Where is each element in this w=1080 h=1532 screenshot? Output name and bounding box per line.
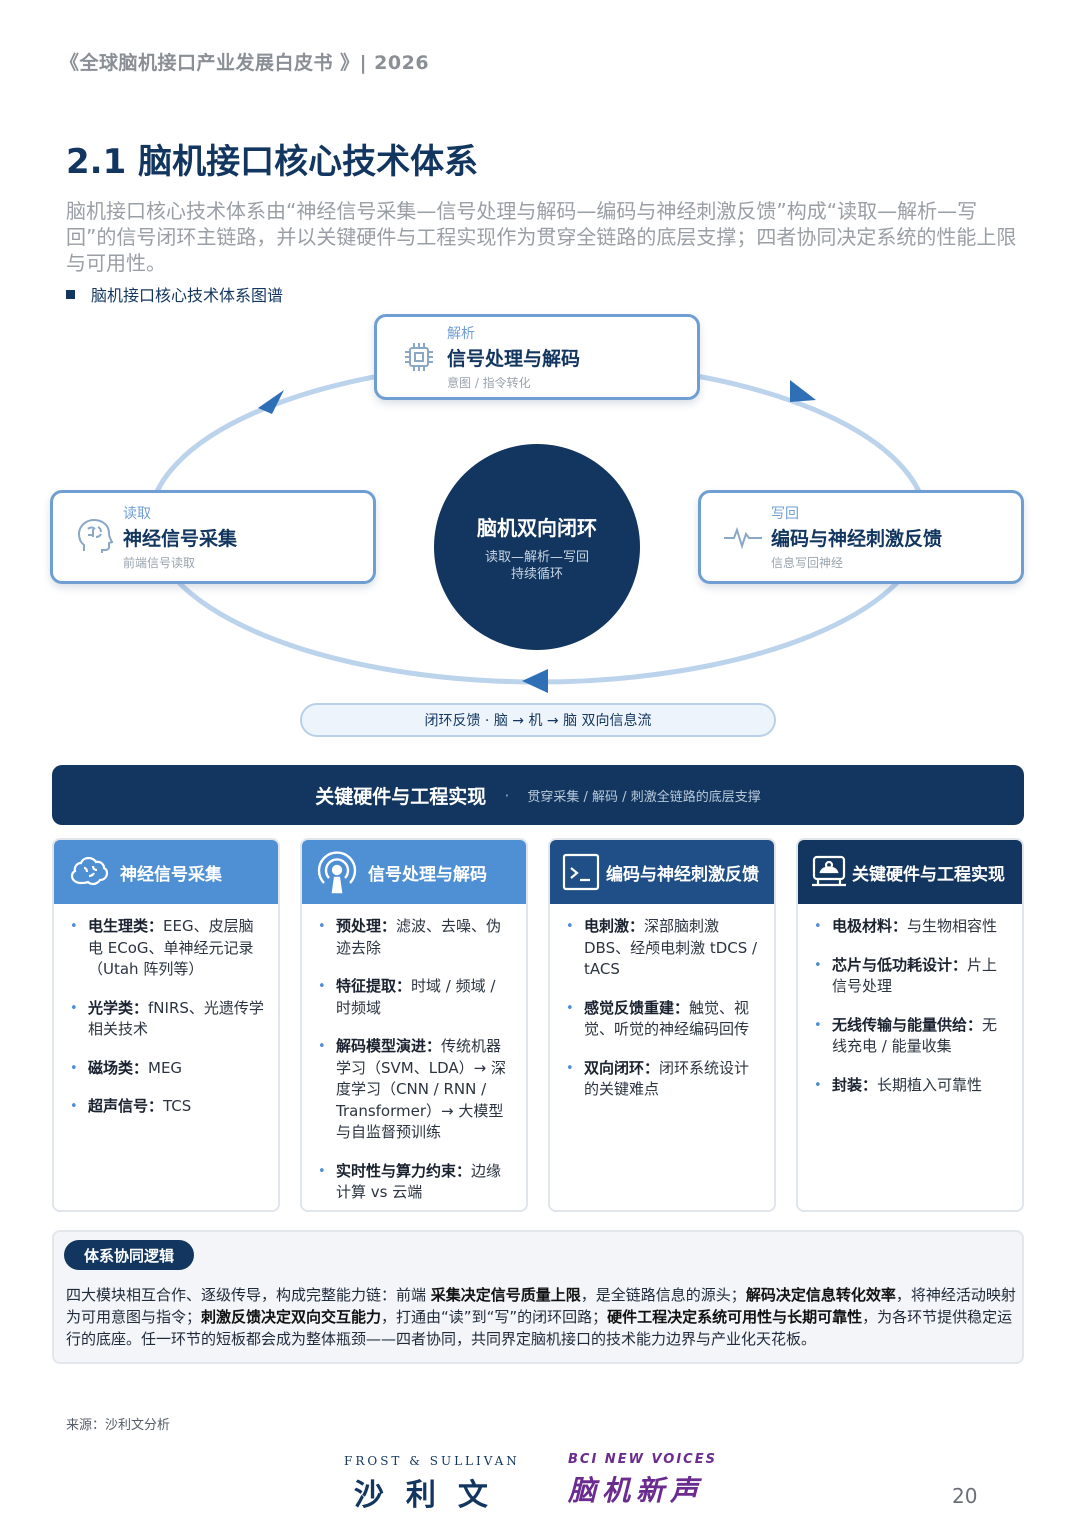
card-title: 神经信号采集 <box>120 864 222 885</box>
card-header: 编码与神经刺激反馈 <box>550 840 774 904</box>
list-item: 电生理类：EEG、皮层脑电 ECoG、单神经元记录（Utah 阵列等） <box>68 916 264 981</box>
node-sub: 意图 / 指令转化 <box>447 376 531 390</box>
list-item: 电刺激：深部脑刺激 DBS、经颅电刺激 tDCS / tACS <box>564 916 760 981</box>
intro-paragraph: 脑机接口核心技术体系由“神经信号采集—信号处理与解码—编码与神经刺激反馈”构成“… <box>66 199 1017 275</box>
card-title: 信号处理与解码 <box>368 864 487 885</box>
brain-icon <box>68 851 110 893</box>
node-sub: 信息写回神经 <box>771 556 844 570</box>
list-item: 封装：长期植入可靠性 <box>812 1075 1008 1097</box>
chip-icon <box>391 339 447 375</box>
node-text: 写回 编码与神经刺激反馈 信息写回神经 <box>771 503 942 571</box>
card-title: 关键硬件与工程实现 <box>852 864 1005 885</box>
node-name: 信号处理与解码 <box>447 348 581 370</box>
bci-new-voices-logo: BCI NEW VOICES 脑机新声 <box>568 1452 717 1509</box>
arrow-left-to-top <box>258 390 284 414</box>
list-item: 电极材料：与生物相容性 <box>812 916 1008 938</box>
waveform-icon <box>715 522 771 552</box>
core-title: 脑机双向闭环 <box>477 515 597 540</box>
band-title: 关键硬件与工程实现 <box>315 785 487 808</box>
logo-cn: 脑机新声 <box>568 1474 705 1507</box>
device-icon <box>808 851 850 893</box>
figure-caption: 脑机接口核心技术体系图谱 <box>66 282 283 306</box>
card-signal-decoding: 信号处理与解码 预处理：滤波、去噪、伪迹去除 特征提取：时域 / 频域 / 时频… <box>300 838 528 1212</box>
brain-head-icon <box>67 517 123 557</box>
synergy-tag: 体系协同逻辑 <box>64 1240 195 1270</box>
list-item: 特征提取：时域 / 频域 / 时频域 <box>316 976 512 1019</box>
core-sub-line2: 持续循环 <box>510 566 563 582</box>
list-item: 实时性与算力约束：边缘计算 vs 云端 <box>316 1161 512 1204</box>
card-title: 编码与神经刺激反馈 <box>606 864 759 885</box>
node-name: 编码与神经刺激反馈 <box>771 528 943 550</box>
page-title: 2.1 脑机接口核心技术体系 <box>66 142 479 182</box>
logo-cn: 沙利文 <box>353 1478 510 1513</box>
frost-sullivan-logo: FROST & SULLIVAN 沙利文 <box>344 1454 520 1514</box>
list-item: 磁场类：MEG <box>68 1058 264 1080</box>
caption-square-icon <box>66 289 75 299</box>
list-item: 感觉反馈重建：触觉、视觉、听觉的神经编码回传 <box>564 998 760 1041</box>
arrow-bottom <box>522 669 548 693</box>
list-item: 超声信号：TCS <box>68 1096 264 1118</box>
page-number: 20 <box>952 1484 978 1508</box>
synergy-box: 体系协同逻辑 四大模块相互合作、逐级传导，构成完整能力链：前端 采集决定信号质量… <box>52 1230 1024 1364</box>
card-header: 神经信号采集 <box>54 840 278 904</box>
core-loop-circle: 脑机双向闭环 读取—解析—写回 持续循环 <box>434 444 640 650</box>
list-item: 光学类：fNIRS、光遗传学相关技术 <box>68 998 264 1041</box>
node-signal-acquisition: 读取 神经信号采集 前端信号读取 <box>50 490 376 584</box>
card-list: 电刺激：深部脑刺激 DBS、经颅电刺激 tDCS / tACS 感觉反馈重建：触… <box>550 904 774 1101</box>
card-encoding-stimulation: 编码与神经刺激反馈 电刺激：深部脑刺激 DBS、经颅电刺激 tDCS / tAC… <box>548 838 776 1212</box>
node-sub: 前端信号读取 <box>123 556 196 570</box>
list-item: 芯片与低功耗设计：片上信号处理 <box>812 955 1008 998</box>
signal-icon <box>316 851 358 894</box>
card-list: 电极材料：与生物相容性 芯片与低功耗设计：片上信号处理 无线传输与能量供给：无线… <box>798 904 1022 1096</box>
synergy-text: 四大模块相互合作、逐级传导，构成完整能力链：前端 采集决定信号质量上限，是全链路… <box>66 1286 1016 1348</box>
card-list: 预处理：滤波、去噪、伪迹去除 特征提取：时域 / 频域 / 时频域 解码模型演进… <box>302 904 526 1204</box>
node-tag: 读取 <box>123 506 151 522</box>
logo-en: BCI NEW VOICES <box>568 1452 717 1467</box>
logo-en: FROST & SULLIVAN <box>344 1454 520 1468</box>
arrow-top-to-right <box>790 380 816 402</box>
node-signal-decoding: 解析 信号处理与解码 意图 / 指令转化 <box>374 314 700 400</box>
card-signal-acquisition: 神经信号采集 电生理类：EEG、皮层脑电 ECoG、单神经元记录（Utah 阵列… <box>52 838 280 1212</box>
flow-pill: 闭环反馈 · 脑 → 机 → 脑 双向信息流 <box>300 703 776 737</box>
node-encoding-stimulation: 写回 编码与神经刺激反馈 信息写回神经 <box>698 490 1024 584</box>
band-subtitle: 贯穿采集 / 解码 / 刺激全链路的底层支撑 <box>527 789 761 805</box>
band-separator: · <box>504 785 510 805</box>
list-item: 解码模型演进：传统机器学习（SVM、LDA）→ 深度学习（CNN / RNN /… <box>316 1036 512 1144</box>
list-item: 无线传输与能量供给：无线充电 / 能量收集 <box>812 1015 1008 1058</box>
figure-caption-text: 脑机接口核心技术体系图谱 <box>91 286 284 305</box>
source-note: 来源：沙利文分析 <box>66 1418 171 1433</box>
node-text: 读取 神经信号采集 前端信号读取 <box>123 503 237 571</box>
node-name: 神经信号采集 <box>123 528 238 550</box>
list-item: 预处理：滤波、去噪、伪迹去除 <box>316 916 512 959</box>
card-list: 电生理类：EEG、皮层脑电 ECoG、单神经元记录（Utah 阵列等） 光学类：… <box>54 904 278 1118</box>
card-header: 关键硬件与工程实现 <box>798 840 1022 904</box>
hardware-band: 关键硬件与工程实现 · 贯穿采集 / 解码 / 刺激全链路的底层支撑 <box>52 765 1024 825</box>
core-subtitle: 读取—解析—写回 持续循环 <box>485 549 589 583</box>
card-header: 信号处理与解码 <box>302 840 526 904</box>
core-sub-line1: 读取—解析—写回 <box>484 549 589 565</box>
node-text: 解析 信号处理与解码 意图 / 指令转化 <box>447 323 580 391</box>
list-item: 双向闭环：闭环系统设计的关键难点 <box>564 1058 760 1101</box>
card-hardware-engineering: 关键硬件与工程实现 电极材料：与生物相容性 芯片与低功耗设计：片上信号处理 无线… <box>796 838 1024 1212</box>
node-tag: 写回 <box>771 506 799 522</box>
running-header: 《全球脑机接口产业发展白皮书 》| 2026 <box>60 52 430 74</box>
node-tag: 解析 <box>447 326 475 342</box>
terminal-icon <box>560 851 602 893</box>
